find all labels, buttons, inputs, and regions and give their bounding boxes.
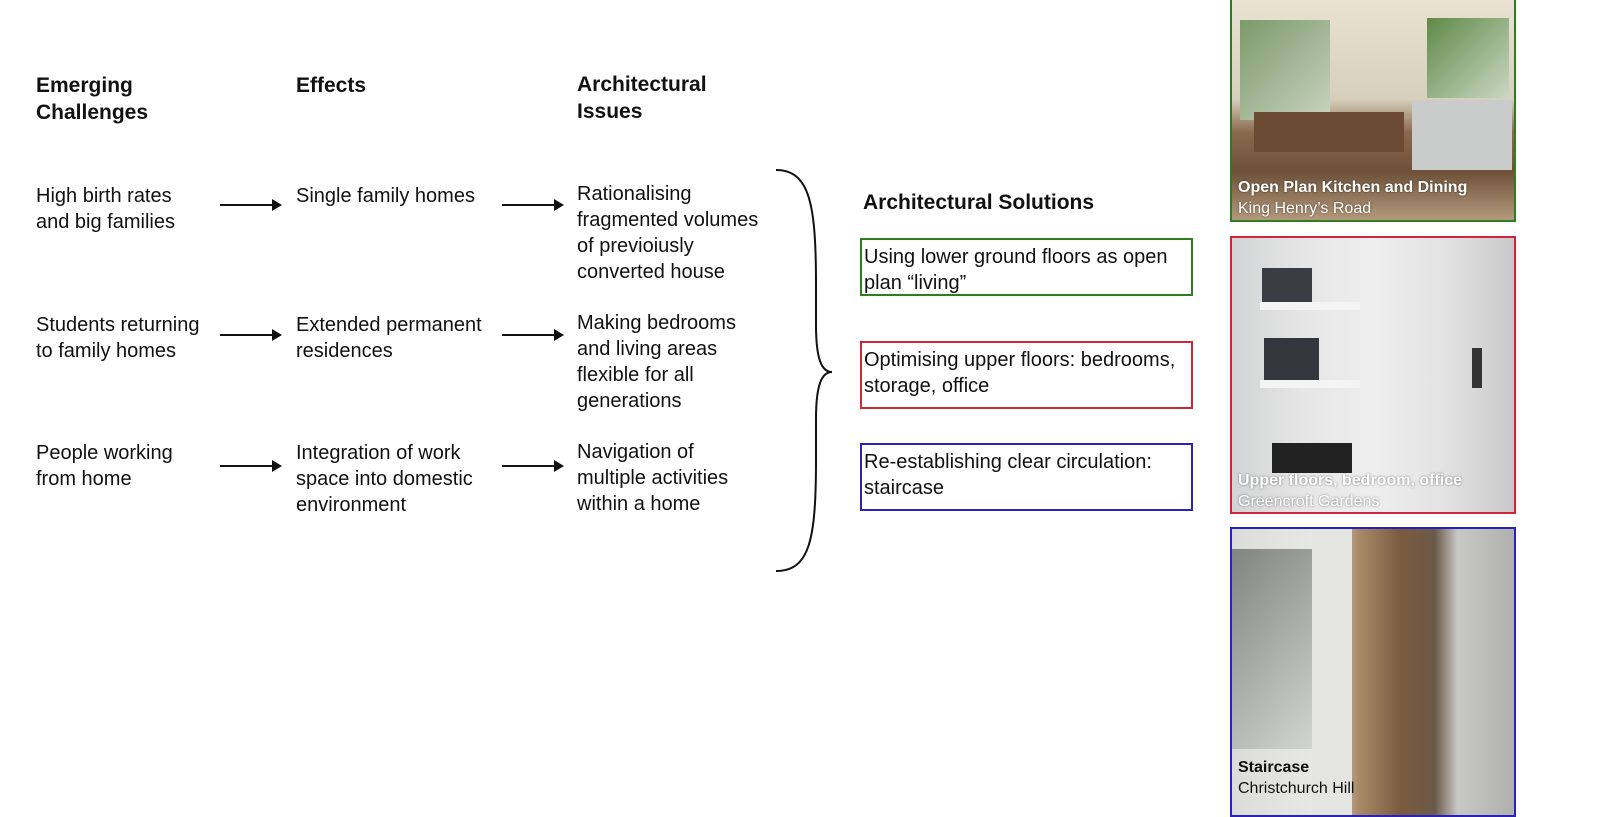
arrow — [220, 460, 282, 472]
header-effects: Effects — [296, 74, 367, 97]
arrow — [502, 329, 564, 341]
arrow — [502, 460, 564, 472]
challenge-item: People working from home — [36, 442, 173, 490]
issue-item: Navigation of multiple activities within… — [577, 441, 729, 515]
solution-box-circulation: Re-establishing clear circulation: stair… — [860, 443, 1193, 511]
photo-title: Open Plan Kitchen and Dining — [1238, 179, 1468, 196]
challenge-item: High birth rates and big families — [36, 185, 175, 233]
effect-item: Single family homes — [296, 185, 475, 207]
photo-title: Staircase — [1238, 759, 1310, 776]
solutions-title: Architectural Solutions — [863, 191, 1095, 214]
issue-item: Making bedrooms and living areas flexibl… — [577, 312, 736, 412]
arrow — [220, 199, 282, 211]
arrow — [502, 199, 564, 211]
photo-subtitle: Greencroft Gardens — [1238, 493, 1380, 510]
solution-box-open-plan: Using lower ground floors as open plan “… — [860, 238, 1193, 296]
photo-subtitle: Christchurch Hill — [1238, 780, 1355, 797]
header-emerging-challenges: Emerging Challenges — [36, 74, 149, 124]
effect-item: Integration of work space into domestic … — [296, 442, 473, 516]
challenge-item: Students returning to family homes — [36, 314, 200, 362]
photo-subtitle: King Henry’s Road — [1238, 200, 1372, 217]
arrow — [220, 329, 282, 341]
photo-title: Upper floors, bedroom, office — [1238, 472, 1463, 489]
solution-box-upper-floors: Optimising upper floors: bedrooms, stora… — [860, 341, 1193, 409]
header-architectural-issues: Architectural Issues — [577, 73, 707, 123]
effect-item: Extended permanent residences — [296, 314, 482, 362]
curly-brace — [775, 169, 833, 572]
issue-item: Rationalising fragmented volumes of prev… — [577, 183, 759, 283]
